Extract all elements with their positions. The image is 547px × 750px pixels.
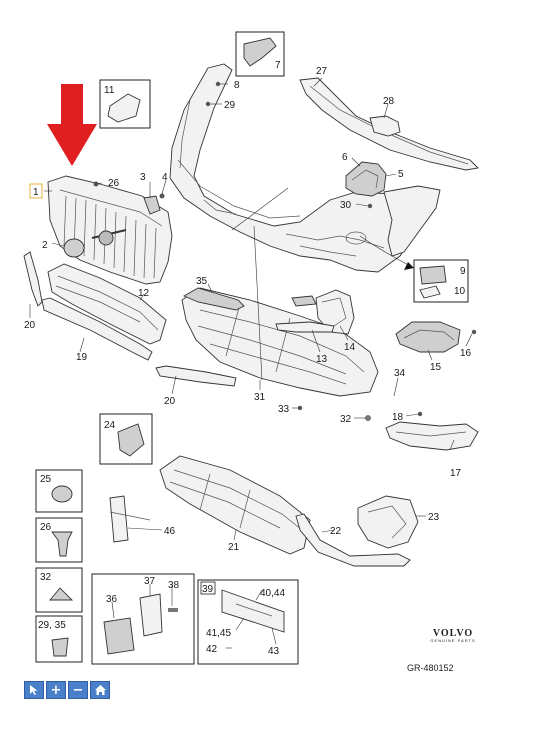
clip-3 [143, 195, 161, 215]
label-29-35: 29, 35 [38, 620, 66, 631]
part-labels: 1 2 3 4 26 11 7 8 29 27 28 6 5 30 9 10 3… [24, 60, 472, 657]
skid-plate-31 [181, 287, 379, 397]
lower-strip-19 [41, 297, 153, 361]
label-25: 25 [40, 474, 52, 485]
label-35: 35 [196, 276, 208, 287]
label-29: 29 [224, 100, 236, 111]
bracket-28 [369, 115, 401, 137]
label-27: 27 [316, 66, 328, 77]
label-10: 10 [454, 286, 466, 297]
home-button[interactable] [90, 681, 110, 699]
label-3: 3 [140, 172, 146, 183]
label-8: 8 [234, 80, 240, 91]
select-button[interactable] [24, 681, 44, 699]
label-30: 30 [340, 200, 352, 211]
label-9: 9 [460, 266, 466, 277]
brand-name: VOLVO [432, 628, 474, 639]
upper-trim-27 [299, 77, 479, 171]
label-38: 38 [168, 580, 180, 591]
bracket-46 [109, 495, 129, 543]
label-22: 22 [330, 526, 342, 537]
label-21: 21 [228, 542, 240, 553]
label-39: 39 [202, 584, 214, 595]
label-7: 7 [275, 60, 281, 71]
screw-16 [471, 329, 477, 335]
label-11: 11 [104, 85, 115, 96]
label-32: 32 [340, 414, 352, 425]
label-6: 6 [342, 152, 348, 163]
diagram-reference: GR-480152 [407, 663, 454, 673]
side-corner [383, 185, 441, 257]
highlight-box-1 [29, 183, 43, 199]
fog-cover-23 [357, 495, 419, 549]
leader-lines [29, 77, 473, 649]
screw-18 [417, 411, 423, 417]
label-46: 46 [164, 526, 176, 537]
label-18: 18 [392, 412, 404, 423]
bracket-35 [182, 287, 245, 311]
zoom-out-button[interactable]: − [68, 681, 88, 699]
zoom-toolbar: + − [24, 681, 110, 699]
emblem-2 [63, 238, 85, 258]
side-strip-20-left [23, 251, 43, 307]
pointer-icon [30, 685, 38, 695]
bracket-part-13-left [291, 295, 317, 307]
brand-tagline: GENUINE PARTS [430, 638, 476, 643]
brand-block: VOLVO GENUINE PARTS [408, 628, 498, 643]
label-33: 33 [278, 404, 290, 415]
screw-4 [159, 193, 165, 199]
label-26-top: 26 [108, 178, 120, 189]
bracket-15 [395, 321, 461, 353]
label-41-45: 41,45 [206, 628, 231, 639]
label-23: 23 [428, 512, 440, 523]
label-14: 14 [344, 342, 356, 353]
label-36: 36 [106, 594, 118, 605]
label-19: 19 [76, 352, 88, 363]
highlight-arrow [47, 84, 97, 166]
screw-30 [367, 203, 373, 209]
bracket-5 [345, 161, 387, 197]
label-26: 26 [40, 522, 52, 533]
label-42: 42 [206, 644, 218, 655]
label-20-left: 20 [24, 320, 36, 331]
lower-grille-21 [159, 455, 311, 555]
nut-32 [365, 415, 371, 421]
label-4: 4 [162, 172, 168, 183]
home-icon [94, 685, 106, 695]
label-16: 16 [460, 348, 472, 359]
screw-8 [215, 81, 221, 87]
label-34: 34 [394, 368, 406, 379]
label-13: 13 [316, 354, 328, 365]
label-5: 5 [398, 169, 404, 180]
label-2: 2 [42, 240, 48, 251]
trim-13 [275, 321, 335, 333]
side-strip-20-lower [155, 365, 237, 387]
label-28: 28 [383, 96, 395, 107]
label-40-44: 40,44 [260, 588, 285, 599]
label-24: 24 [104, 420, 116, 431]
label-12: 12 [138, 288, 150, 299]
label-15: 15 [430, 362, 442, 373]
lower-grille-12 [47, 263, 167, 345]
screw-29 [205, 101, 211, 107]
label-43: 43 [268, 646, 280, 657]
front-grille [47, 175, 173, 285]
label-31: 31 [254, 392, 266, 403]
bumper-cover [169, 63, 439, 273]
strip-22 [295, 513, 411, 567]
label-20-lower: 20 [164, 396, 176, 407]
label-32-box: 32 [40, 572, 52, 583]
label-37: 37 [144, 576, 156, 587]
label-17: 17 [450, 468, 462, 479]
zoom-in-button[interactable]: + [46, 681, 66, 699]
label-1: 1 [33, 187, 39, 198]
